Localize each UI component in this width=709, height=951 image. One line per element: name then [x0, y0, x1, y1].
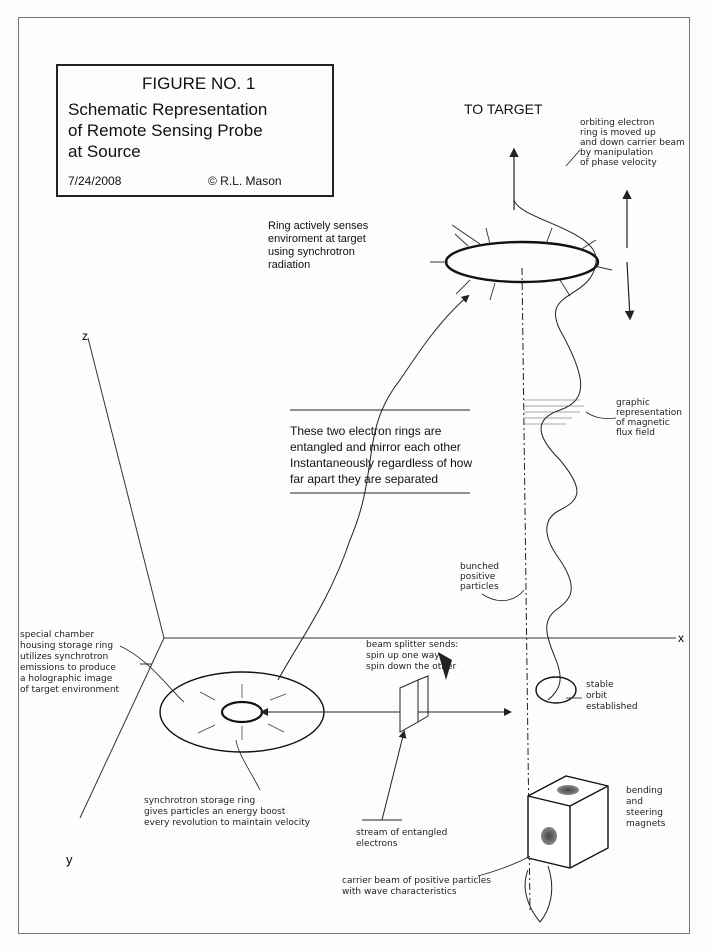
to-target-label: TO TARGET [464, 101, 543, 117]
entanglement-link-line [277, 294, 470, 681]
radiation-arrows [430, 227, 613, 301]
figure-title: FIGURE NO. 1 [142, 74, 256, 93]
figure-date: 7/24/2008 [68, 174, 122, 188]
target-electron-ring [444, 240, 600, 284]
figure-subtitle-line-3: at Source [68, 142, 141, 161]
phase-velocity-arrow-down [624, 261, 635, 321]
figure-subtitle-line-1: Schematic Representation [68, 100, 268, 119]
page-border [18, 17, 690, 934]
storage-ring-arrows [197, 684, 287, 740]
magnet-block [527, 775, 609, 869]
magnet-hole-top [557, 785, 579, 795]
title-box: FIGURE NO. 1 Schematic Representation of… [56, 64, 334, 197]
beam-splitter [399, 675, 429, 733]
entangled-stream-line [381, 730, 407, 821]
carrier-beam-tube [524, 865, 553, 923]
leader-lines [119, 149, 617, 877]
y-axis-line [79, 637, 165, 819]
splitter-dark-triangle [438, 652, 452, 680]
figure-copyright: © R.L. Mason [208, 174, 282, 188]
magnet-hole-front [541, 827, 557, 845]
axis-y-label: y [66, 852, 73, 867]
flux-field-hatching [524, 399, 584, 425]
figure-subtitle-line-2: of Remote Sensing Probe [68, 121, 263, 140]
axis-x-label: x [678, 631, 684, 645]
stable-orbit-ring [535, 676, 577, 704]
axes [79, 337, 676, 819]
z-axis-line [87, 337, 165, 639]
storage-ring-inner [220, 700, 264, 724]
axis-z-label: z [82, 329, 88, 343]
magnetic-flux-wave [513, 199, 597, 701]
